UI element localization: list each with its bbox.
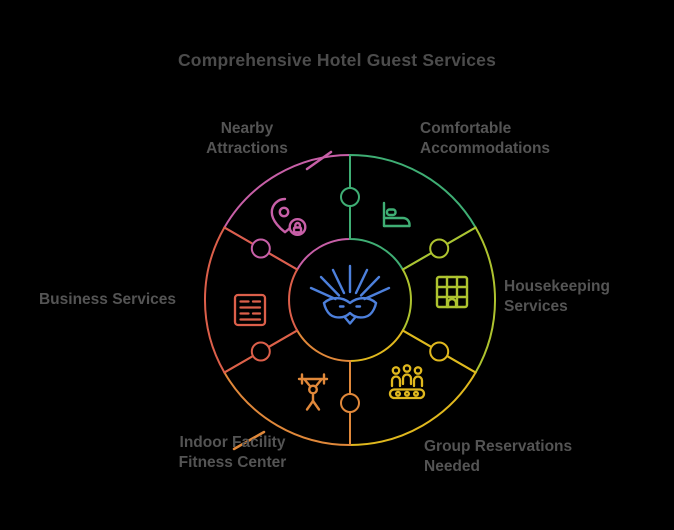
open-book-rays-icon: [309, 264, 391, 325]
label-group-reservations: Group Reservations Needed: [424, 437, 614, 477]
segment-business-services: [203, 226, 299, 374]
segment-indoor-fitness: [223, 329, 351, 451]
label-line: Group Reservations: [424, 438, 573, 455]
puzzle-segment-path: [401, 226, 497, 374]
group-people-icon: [388, 364, 426, 400]
weightlifter-icon: [297, 373, 329, 411]
leader-dash: [305, 150, 333, 171]
puzzle-knob: [429, 341, 450, 362]
document-stamp-icon: [233, 293, 267, 327]
puzzle-segment-path: [203, 226, 299, 374]
label-indoor-fitness: Indoor Facility Fitness Center: [140, 433, 325, 473]
label-housekeeping-services: Housekeeping Services: [504, 277, 664, 317]
schedule-grid-icon: [435, 275, 469, 309]
segment-housekeeping-services: [401, 226, 497, 374]
label-nearby-attractions: Nearby Attractions: [157, 119, 337, 159]
puzzle-knob: [340, 393, 360, 413]
puzzle-knob: [340, 187, 360, 207]
bed-icon: [382, 201, 411, 228]
puzzle-knobs: [250, 187, 450, 413]
puzzle-ring: [203, 150, 497, 451]
puzzle-segment-path: [223, 329, 351, 447]
label-line: Housekeeping: [504, 278, 610, 295]
label-line: Business Services: [38, 291, 176, 308]
label-comfortable-accommodations: Comfortable Accommodations: [420, 119, 615, 159]
segment-comfortable-accommodations: [349, 153, 477, 271]
label-line: Comfortable: [420, 120, 512, 137]
label-line: Fitness Center: [178, 454, 287, 471]
puzzle-segment-path: [349, 329, 477, 447]
puzzle-segment-path: [223, 153, 351, 271]
segment-group-reservations: [349, 329, 477, 447]
puzzle-knob: [429, 238, 450, 259]
label-line: Accommodations: [420, 140, 551, 157]
label-line: Nearby: [220, 120, 274, 137]
segment-nearby-attractions: [223, 150, 351, 271]
puzzle-segment-path: [349, 153, 477, 271]
label-line: Attractions: [206, 140, 288, 157]
leader-dash: [232, 430, 266, 451]
label-line: Indoor Facility: [179, 434, 286, 451]
puzzle-knob: [250, 238, 271, 259]
label-line: Needed: [424, 458, 480, 475]
label-business-services: Business Services: [15, 290, 200, 310]
page-title: Comprehensive Hotel Guest Services: [177, 50, 497, 70]
map-pin-lock-icon: [270, 197, 307, 236]
puzzle-knob: [250, 341, 271, 362]
label-line: Services: [504, 298, 568, 315]
